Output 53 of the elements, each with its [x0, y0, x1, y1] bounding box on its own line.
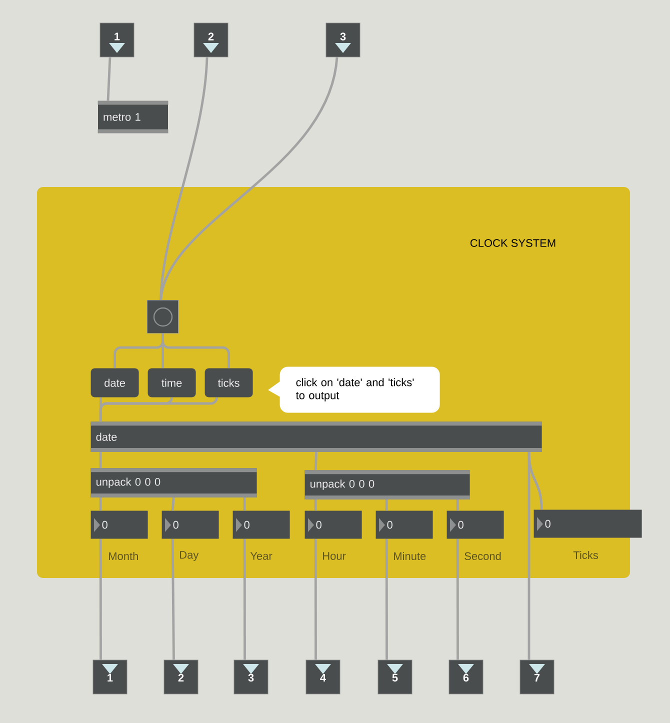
number-box: 0 [534, 510, 642, 538]
outlet-box: 5 [378, 660, 412, 694]
bang-button [147, 300, 179, 334]
patch-cord [456, 500, 459, 511]
patch-cord [528, 452, 530, 660]
number-box: 0 [304, 510, 362, 539]
patch-cord [243, 539, 246, 660]
object-box: date [90, 422, 542, 452]
field-label: Year [250, 552, 272, 560]
outlet-box: 2 [164, 660, 198, 694]
message-box: ticks [204, 368, 253, 398]
patch-cord [171, 539, 175, 660]
patch-cord [160, 57, 338, 300]
outlet-box: 1 [92, 660, 128, 694]
inlet-box: 1 [100, 22, 134, 58]
patch-cord [106, 57, 112, 101]
field-label: Day [180, 551, 199, 561]
patch-cord [162, 334, 230, 368]
inlet-box: 3 [326, 22, 360, 58]
patch-cord [385, 539, 388, 660]
patch-cord [528, 452, 543, 510]
patch-cord [385, 500, 388, 511]
message-box: date [90, 368, 139, 398]
inlet-box: 2 [194, 22, 228, 58]
patch-cord [171, 497, 175, 511]
outlet-box: 4 [306, 660, 340, 694]
patch-cord [99, 539, 102, 660]
number-box: 0 [376, 510, 433, 539]
object-box: metro 1 [98, 100, 168, 134]
field-label: Minute [394, 552, 426, 560]
field-label: Ticks [573, 550, 598, 560]
patch-cord [314, 452, 318, 470]
number-box: 0 [446, 510, 504, 539]
message-box: time [148, 368, 196, 398]
field-label: Second [464, 552, 501, 560]
patch-cord [160, 57, 208, 300]
patch-cord [456, 539, 459, 660]
outlet-box: 7 [520, 660, 554, 694]
patch-cord [243, 498, 246, 511]
patch-cord [314, 539, 317, 660]
patch-cord [99, 452, 102, 468]
field-label: Month [109, 552, 138, 560]
patch-cord [314, 500, 317, 511]
object-box: unpack 0 0 0 [90, 468, 257, 498]
outlet-box: 6 [448, 660, 484, 694]
field-label: Hour [323, 552, 346, 560]
patch-cord [99, 498, 102, 511]
object-box: unpack 0 0 0 [304, 470, 470, 500]
number-box: 0 [232, 510, 290, 539]
outlet-box: 3 [234, 660, 268, 694]
comment-bubble: click on 'date' and 'ticks' to output [268, 366, 440, 413]
number-box: 0 [162, 510, 219, 539]
number-box: 0 [90, 510, 148, 539]
